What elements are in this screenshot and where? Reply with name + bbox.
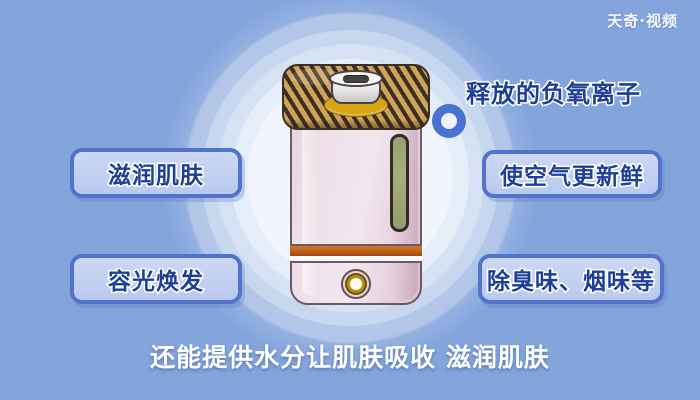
- copper-accent-band: [290, 244, 422, 258]
- channel-watermark: 天奇·视频: [607, 12, 678, 30]
- power-knob-core: [350, 278, 362, 290]
- video-subtitle: 还能提供水分让肌肤吸收 滋润肌肤: [150, 343, 550, 372]
- body-highlight: [302, 108, 318, 295]
- callout-label: 使空气更新鲜: [499, 163, 645, 192]
- callout-remove-odors: 除臭味、烟味等: [478, 254, 664, 304]
- callout-moisturize-skin: 滋润肌肤: [70, 148, 242, 198]
- callout-fresher-air: 使空气更新鲜: [482, 150, 662, 198]
- label-negative-oxygen-ions: 释放的负氧离子: [465, 79, 642, 110]
- lid-rim: [284, 119, 428, 128]
- callout-label: 除臭味、烟味等: [486, 268, 656, 297]
- lid-gloss: [290, 69, 342, 85]
- callout-radiant-glow: 容光焕发: [70, 254, 242, 304]
- nozzle-outlet-icon: [343, 75, 369, 83]
- humidifier-illustration: [282, 60, 430, 308]
- blue-ring-marker-icon: [432, 104, 466, 138]
- callout-label: 滋润肌肤: [107, 162, 205, 191]
- water-level-window: [390, 134, 409, 232]
- callout-label: 容光焕发: [107, 268, 205, 297]
- body-seam: [290, 258, 422, 263]
